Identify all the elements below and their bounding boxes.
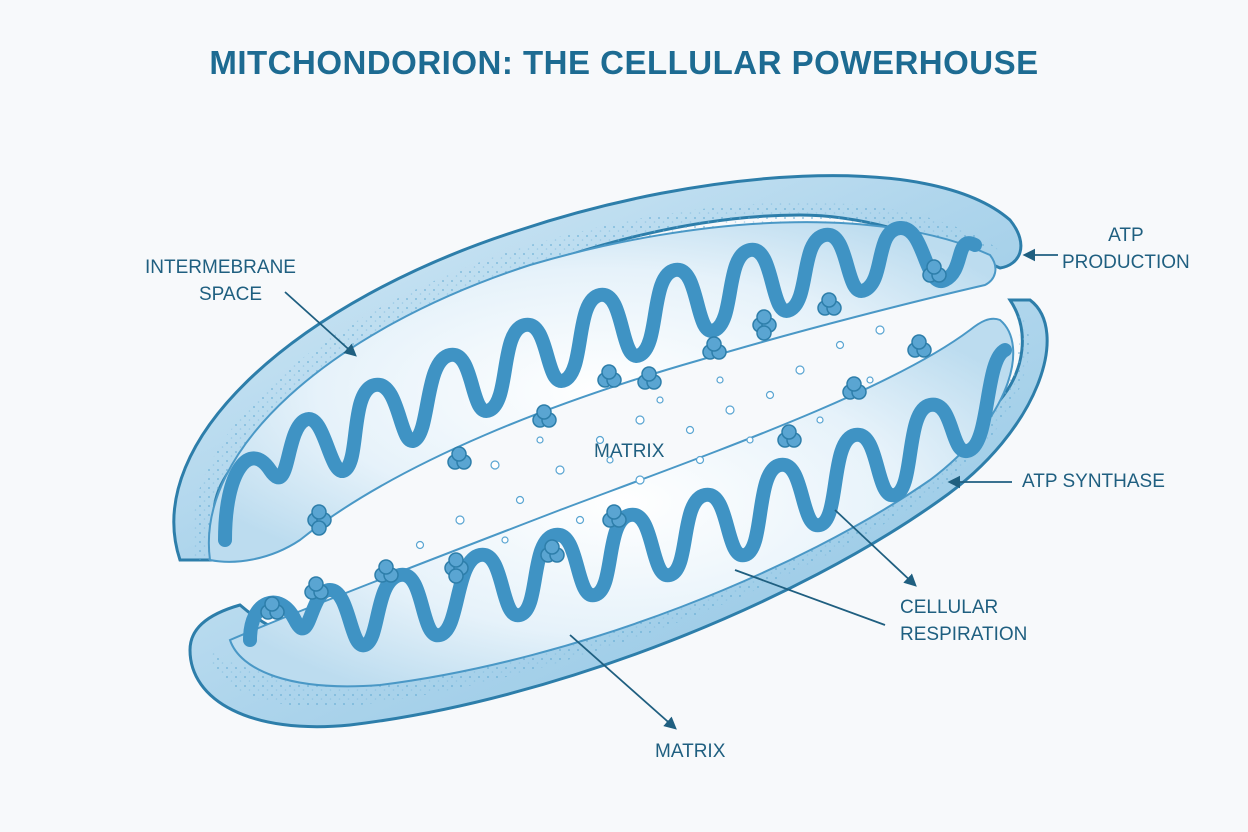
- leader-cellular-respiration-2: [734, 569, 886, 626]
- label-atp-synthase: ATP SYNTHASE: [1022, 471, 1165, 492]
- label-cellular-respiration: CELLULAR RESPIRATION: [900, 594, 1027, 648]
- matrix-granules: [415, 325, 885, 550]
- leader-cellular-respiration-1: [834, 509, 917, 587]
- label-line: ATP: [1108, 225, 1144, 246]
- cristae-lower: [243, 343, 1012, 652]
- label-line: RESPIRATION: [900, 624, 1028, 645]
- label-matrix-center: MATRIX: [594, 441, 665, 462]
- label-matrix-bottom: MATRIX: [655, 741, 726, 762]
- cristae-upper: [218, 221, 982, 547]
- leader-intermembrane: [284, 291, 357, 357]
- atp-synthase-clusters: [260, 259, 947, 620]
- label-line: CELLULAR: [900, 597, 999, 618]
- diagram-title: MITCHONDORION: THE CELLULAR POWERHOUSE: [209, 44, 1039, 81]
- label-intermembrane-space: INTERMEBRANE SPACE: [145, 254, 296, 308]
- label-line: SPACE: [199, 284, 263, 305]
- label-atp-production: ATP PRODUCTION: [1062, 222, 1190, 276]
- label-line: INTERMEBRANE: [145, 257, 296, 278]
- leader-matrix-bottom: [569, 634, 677, 730]
- label-line: PRODUCTION: [1062, 252, 1190, 273]
